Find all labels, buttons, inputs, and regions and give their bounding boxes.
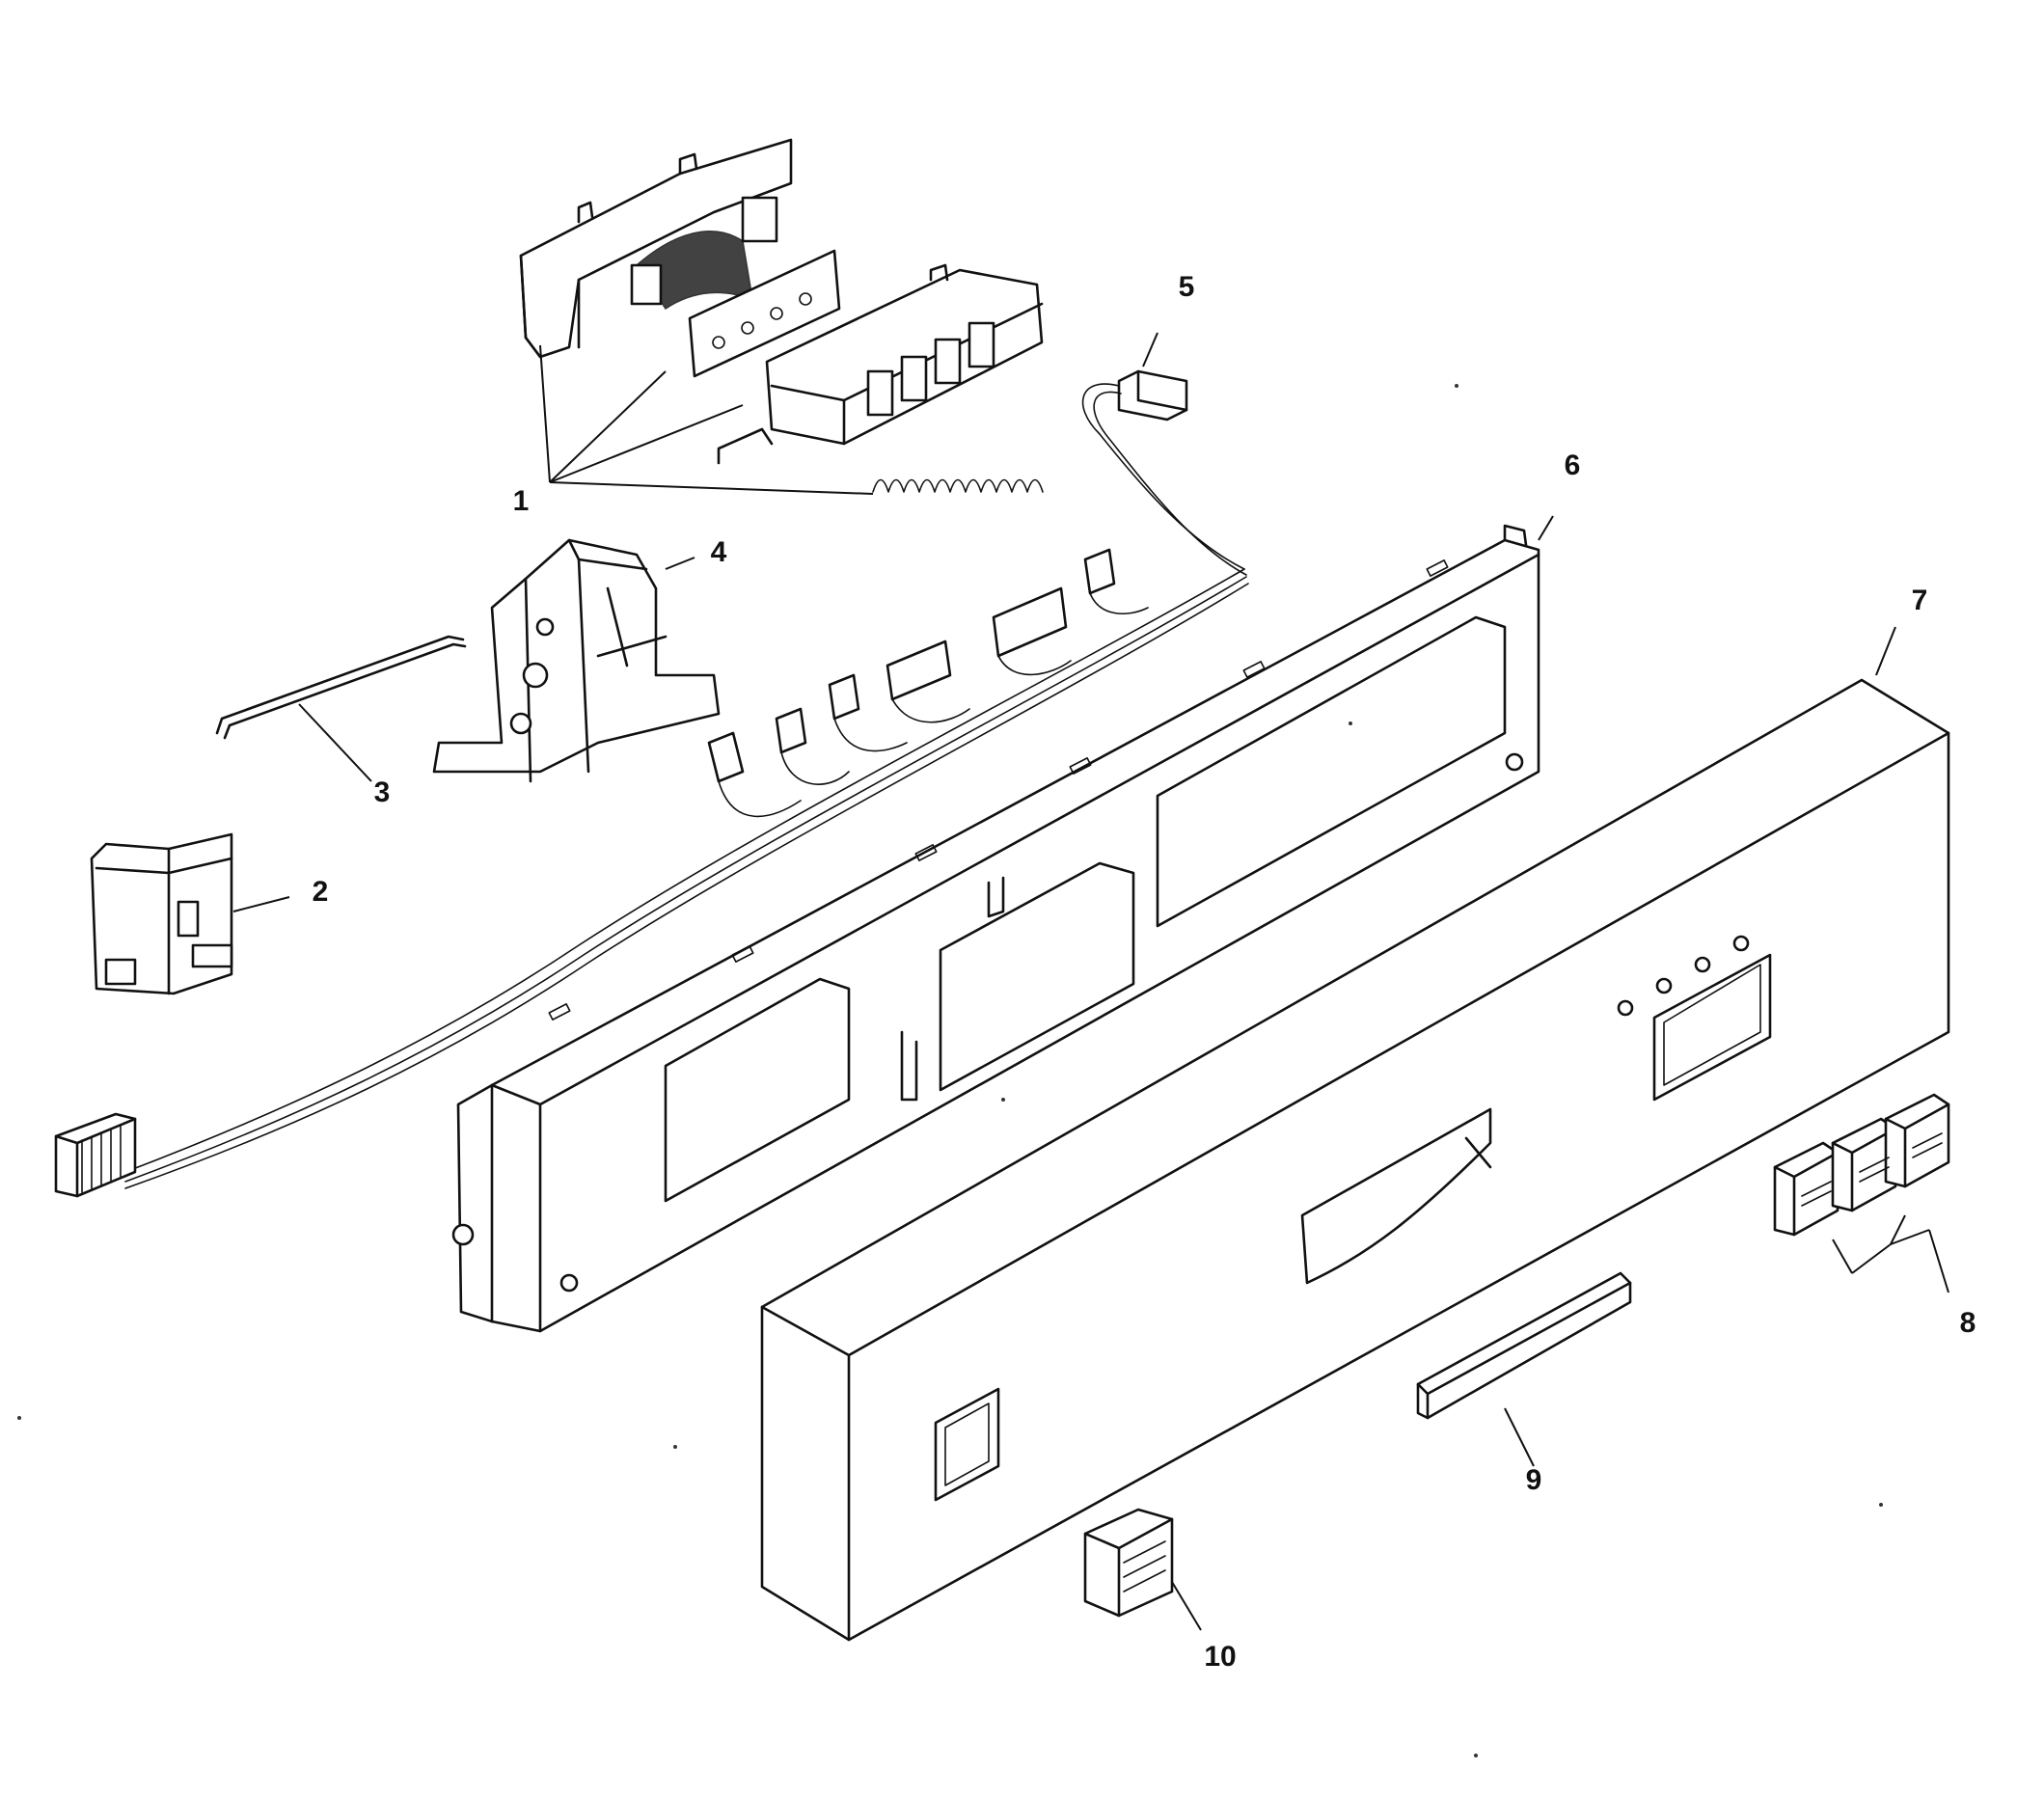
part-4-latch	[432, 538, 721, 783]
callout-1: 1	[512, 485, 530, 517]
callout-9: 9	[1525, 1464, 1542, 1496]
callout-7: 7	[1911, 585, 1928, 616]
callout-8: 8	[1959, 1307, 1976, 1339]
callout-3: 3	[373, 776, 391, 808]
part-6-inner-panel	[451, 515, 1554, 1333]
part-7-front-panel	[760, 626, 1950, 1642]
callout-5: 5	[1178, 271, 1195, 303]
part-8-buttons	[1773, 1093, 1950, 1293]
part-10-cover	[1083, 1508, 1202, 1631]
scan-specks	[17, 384, 1883, 1757]
part-3-rod	[215, 635, 467, 782]
part-5-harness	[54, 332, 1249, 1198]
part-9-handle-strip	[1416, 1271, 1632, 1467]
callout-10: 10	[1204, 1641, 1237, 1673]
callout-6: 6	[1564, 449, 1581, 481]
callout-4: 4	[710, 536, 727, 568]
part-2-switch	[90, 832, 290, 995]
callout-2: 2	[312, 876, 329, 908]
part-1-control-module	[519, 138, 1044, 495]
